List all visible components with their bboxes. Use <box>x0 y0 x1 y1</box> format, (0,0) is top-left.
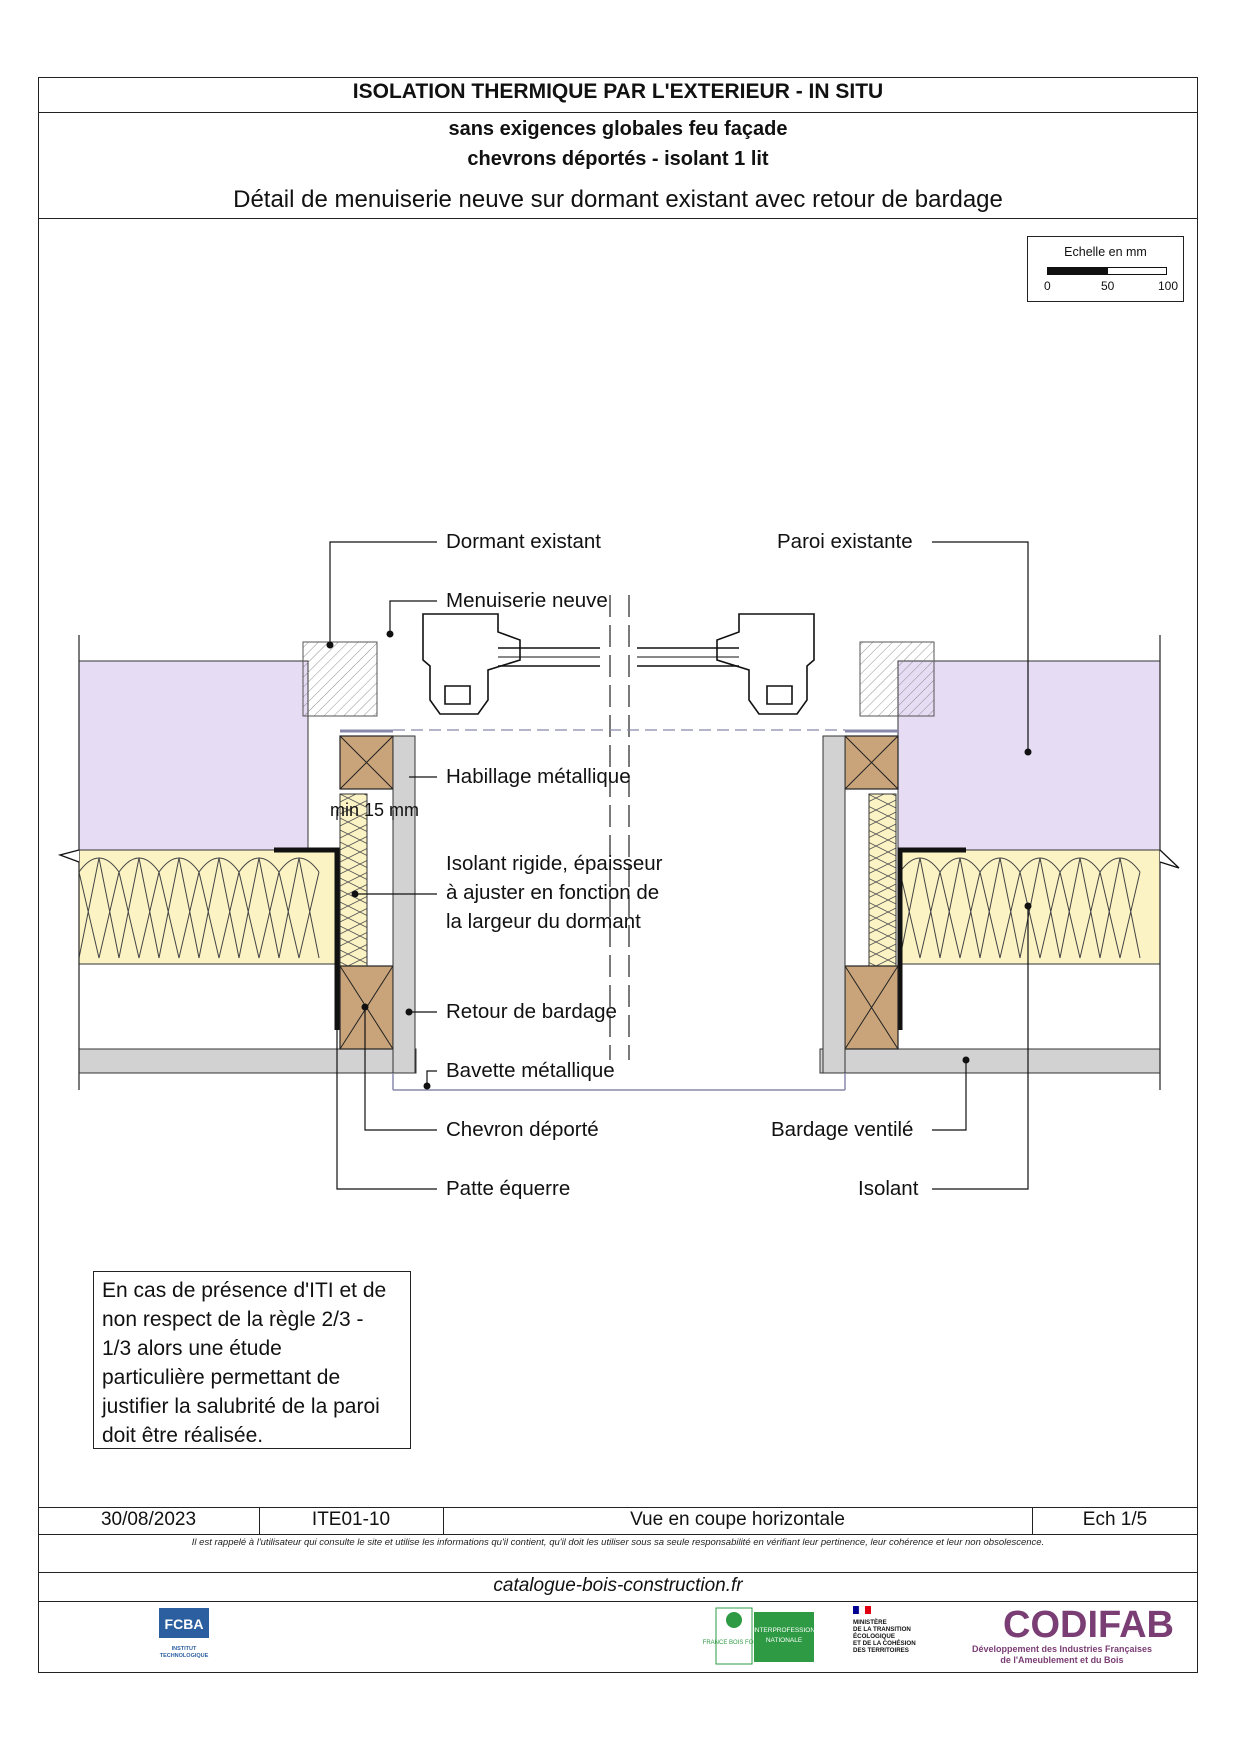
note-line: particulière permettant de <box>102 1366 341 1389</box>
label-isolant: Isolant <box>858 1177 919 1200</box>
scale-tick: 50 <box>1101 279 1115 293</box>
left-wall-assembly <box>78 641 417 1090</box>
svg-text:DES TERRITOIRES: DES TERRITOIRES <box>853 1647 909 1654</box>
note-line: En cas de présence d'ITI et de <box>102 1279 387 1302</box>
label-retour-de-bardage: Retour de bardage <box>446 1000 617 1023</box>
label-paroi-existante: Paroi existante <box>777 530 913 553</box>
label-patte-equerre: Patte équerre <box>446 1177 570 1200</box>
isolant-rigide-right <box>868 793 897 967</box>
axis-lines <box>78 595 1161 1091</box>
svg-text:FRANCE BOIS FORÊT: FRANCE BOIS FORÊT <box>703 1638 766 1646</box>
isolant-pattern-right <box>899 857 1141 959</box>
bardage-ventile-right <box>819 1048 1161 1074</box>
svg-text:MINISTÈRE: MINISTÈRE <box>853 1618 887 1626</box>
leader-dots <box>326 630 1032 1090</box>
ministere-logo: MINISTÈRE DE LA TRANSITION ÉCOLOGIQUE ET… <box>853 1605 916 1654</box>
svg-text:NATIONALE: NATIONALE <box>766 1637 803 1644</box>
partner-logos: FCBA INSTITUT TECHNOLOGIQUE FRANCE BOIS … <box>159 1604 1174 1665</box>
note-line: justifier la salubrité de la paroi <box>102 1395 380 1418</box>
label-menuiserie-neuve: Menuiserie neuve <box>446 589 608 612</box>
footer-reference: ITE01-10 <box>311 1509 391 1530</box>
disclaimer: Il est rappelé à l'utilisateur qui consu… <box>191 1537 1045 1548</box>
note-line: doit être réalisée. <box>102 1424 264 1447</box>
min-dimension-arrows <box>336 810 394 820</box>
label-min-15mm: min 15 mm <box>330 800 419 820</box>
fcba-logo: FCBA INSTITUT TECHNOLOGIQUE <box>159 1608 209 1659</box>
scale-bar <box>1047 267 1107 275</box>
svg-text:Développement des Industries F: Développement des Industries Françaises <box>972 1644 1152 1654</box>
svg-text:INSTITUT: INSTITUT <box>172 1646 197 1652</box>
label-isolant-rigide: la largeur du dormant <box>446 910 641 933</box>
page-subtitle: chevrons déportés - isolant 1 lit <box>467 148 769 170</box>
svg-text:CODIFAB: CODIFAB <box>1003 1604 1174 1646</box>
france-bois-foret-logo: FRANCE BOIS FORÊT INTERPROFESSION NATION… <box>703 1607 815 1665</box>
retour-bardage-right <box>822 735 846 1074</box>
paroi-existante-right <box>897 660 1161 851</box>
scale-tick: 100 <box>1158 279 1179 293</box>
note-line: 1/3 alors une étude <box>102 1337 282 1360</box>
detail-title: Détail de menuiserie neuve sur dormant e… <box>233 186 1003 213</box>
label-bardage-ventile: Bardage ventilé <box>771 1118 913 1141</box>
label-isolant-rigide: à ajuster en fonction de <box>446 881 659 904</box>
svg-text:de l'Ameublement et du Bois: de l'Ameublement et du Bois <box>1000 1655 1123 1665</box>
svg-text:ÉCOLOGIQUE: ÉCOLOGIQUE <box>853 1632 895 1640</box>
scale-title: Echelle en mm <box>1064 245 1147 259</box>
footer-view: Vue en coupe horizontale <box>630 1509 845 1530</box>
menuiserie-neuve-left <box>422 613 600 715</box>
note-line: non respect de la règle 2/3 - <box>102 1308 364 1331</box>
svg-text:FCBA: FCBA <box>165 1616 204 1632</box>
isolant-pattern-left <box>78 857 320 959</box>
isolant-left <box>78 849 338 965</box>
label-habillage-metallique: Habillage métallique <box>446 765 631 788</box>
footer-date: 30/08/2023 <box>100 1509 197 1530</box>
scale-legend: Echelle en mm 0 50 100 <box>1027 236 1184 302</box>
svg-text:DE LA TRANSITION: DE LA TRANSITION <box>853 1626 911 1633</box>
footer-divider <box>38 1507 1198 1508</box>
codifab-logo: CODIFAB Développement des Industries Fra… <box>972 1604 1174 1665</box>
label-bavette-metallique: Bavette métallique <box>446 1059 615 1082</box>
footer-scale: Ech 1/5 <box>1082 1509 1148 1530</box>
page-title: ISOLATION THERMIQUE PAR L'EXTERIEUR - IN… <box>352 80 884 103</box>
right-wall-assembly <box>819 641 1161 1074</box>
footer-cell-divider <box>443 1507 444 1535</box>
menuiserie-neuve-right <box>637 613 815 715</box>
dormant-existant-left <box>302 641 378 717</box>
note-box: En cas de présence d'ITI et de non respe… <box>93 1271 411 1449</box>
footer-cell-divider <box>259 1507 260 1535</box>
footer-cell-divider <box>1032 1507 1033 1535</box>
svg-text:ET DE LA COHÉSION: ET DE LA COHÉSION <box>853 1639 916 1647</box>
page-subtitle: sans exigences globales feu façade <box>448 118 788 140</box>
label-chevron-deporte: Chevron déporté <box>446 1118 599 1141</box>
leader-lines <box>329 541 1029 1190</box>
page-frame <box>38 77 1198 1673</box>
scale-tick: 0 <box>1044 279 1051 293</box>
svg-text:INTERPROFESSION: INTERPROFESSION <box>753 1627 815 1634</box>
header-divider <box>38 218 1198 219</box>
patte-equerre-right <box>897 847 966 1030</box>
scale-bar <box>1107 267 1167 275</box>
label-isolant-rigide: Isolant rigide, épaisseur <box>446 852 663 875</box>
label-dormant-existant: Dormant existant <box>446 530 601 553</box>
svg-text:TECHNOLOGIQUE: TECHNOLOGIQUE <box>160 1653 209 1659</box>
website-link[interactable]: catalogue-bois-construction.fr <box>493 1575 743 1596</box>
footer-divider <box>38 1534 1198 1535</box>
retour-bardage-left <box>392 735 416 1074</box>
header-divider <box>38 112 1198 113</box>
patte-equerre-left <box>274 847 340 1030</box>
dormant-existant-right <box>859 641 935 717</box>
bardage-ventile-left <box>78 1048 417 1074</box>
paroi-existante-left <box>78 660 309 851</box>
footer-divider <box>38 1572 1198 1573</box>
footer-divider <box>38 1601 1198 1602</box>
